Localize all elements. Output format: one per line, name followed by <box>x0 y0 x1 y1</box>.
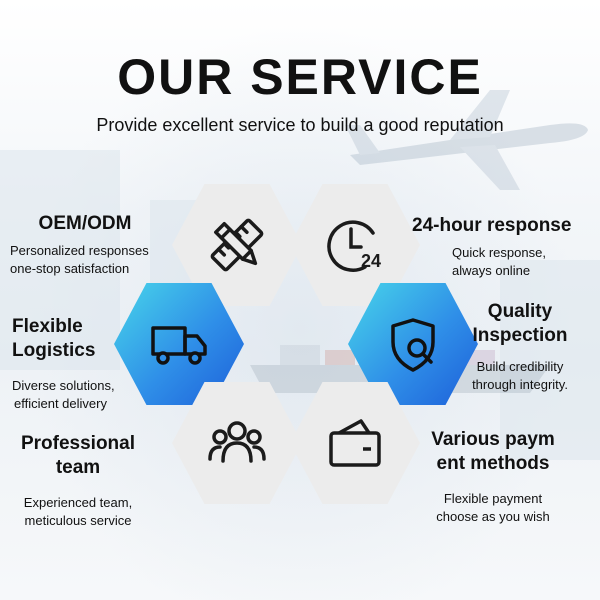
service-desc: Quick response, always online <box>412 244 597 280</box>
service-desc-line: through integrity. <box>472 377 568 392</box>
service-title-line: Inspection <box>472 325 568 346</box>
team-icon <box>208 421 266 463</box>
background-building <box>500 260 600 460</box>
service-title-line: Flexible <box>12 316 83 337</box>
shield-search-icon <box>391 318 435 372</box>
airplane-graphic <box>345 90 588 190</box>
service-logistics: Flexible Logistics Diverse solutions, ef… <box>12 315 127 413</box>
service-title-line: ent methods <box>436 453 550 474</box>
service-title: Quality Inspection <box>455 300 585 348</box>
service-desc: Personalized responses one-stop satisfac… <box>10 242 175 278</box>
service-title-line: Quality <box>487 301 553 322</box>
service-title: Professional team <box>8 432 148 480</box>
service-desc-line: Quick response, <box>452 245 546 260</box>
service-payment: Various paym ent methods Flexible paymen… <box>418 428 568 526</box>
service-desc-line: Build credibility <box>476 359 564 374</box>
service-title-line: Logistics <box>12 340 96 361</box>
service-quality: Quality Inspection Build credibility thr… <box>455 300 585 394</box>
page-subtitle: Provide excellent service to build a goo… <box>96 115 504 135</box>
wallet-icon <box>329 419 381 467</box>
service-title-line: team <box>55 457 101 478</box>
service-desc: Diverse solutions, efficient delivery <box>12 377 127 413</box>
service-title: Various paym ent methods <box>418 428 568 476</box>
service-desc-line: one-stop satisfaction <box>10 261 130 276</box>
service-desc-line: choose as you wish <box>436 509 550 524</box>
background-building <box>0 150 120 370</box>
service-title: OEM/ODM <box>38 213 132 234</box>
pencil-ruler-icon <box>210 218 264 272</box>
service-team: Professional team Experienced team, meti… <box>8 432 148 530</box>
service-desc: Experienced team, meticulous service <box>8 494 148 530</box>
service-desc-line: Personalized responses <box>10 243 149 258</box>
clock-24-icon: 24 <box>327 220 381 272</box>
page-title: OUR SERVICE <box>117 49 483 105</box>
service-24h: 24-hour response Quick response, always … <box>412 214 597 280</box>
service-desc-line: always online <box>452 263 531 278</box>
truck-icon <box>151 326 207 365</box>
service-title: 24-hour response <box>412 215 572 236</box>
service-title-line: Professional <box>20 433 136 454</box>
service-desc-line: meticulous service <box>24 513 132 528</box>
service-desc-line: Flexible payment <box>443 491 543 506</box>
service-oem: OEM/ODM Personalized responses one-stop … <box>10 212 175 278</box>
service-title-line: Various paym <box>431 429 555 450</box>
service-desc-line: Diverse solutions, <box>12 378 115 393</box>
service-desc-line: efficient delivery <box>14 396 107 411</box>
service-desc: Build credibility through integrity. <box>455 358 585 394</box>
service-title: Flexible Logistics <box>12 315 127 363</box>
svg-text:24: 24 <box>361 251 381 271</box>
service-desc-line: Experienced team, <box>23 495 133 510</box>
service-desc: Flexible payment choose as you wish <box>418 490 568 526</box>
